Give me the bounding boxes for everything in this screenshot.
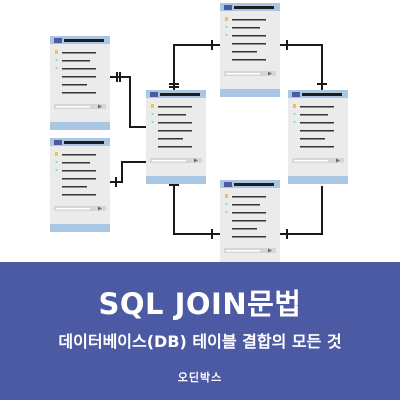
- relation-top-right: [280, 44, 323, 92]
- banner-subtitle: 데이터베이스(DB) 테이블 결합의 모든 것: [58, 332, 342, 351]
- db-table-center: [146, 90, 206, 184]
- er-diagram: [50, 3, 348, 262]
- db-table-right: [288, 90, 348, 184]
- db-table-left-bottom: [50, 138, 110, 232]
- db-table-left-top: [50, 36, 110, 130]
- db-table-top: [220, 3, 280, 97]
- relation-bottom-right: [280, 186, 323, 235]
- relation-left1-center: [110, 76, 146, 128]
- db-table-bottom: [220, 180, 280, 262]
- banner-title: SQL JOIN문법: [98, 287, 302, 321]
- relation-center-bottom: [173, 174, 220, 235]
- banner-author: 오딘박스: [177, 371, 223, 384]
- relation-center-top: [173, 44, 220, 92]
- title-banner: SQL JOIN문법 데이터베이스(DB) 테이블 결합의 모든 것 오딘박스: [0, 262, 400, 400]
